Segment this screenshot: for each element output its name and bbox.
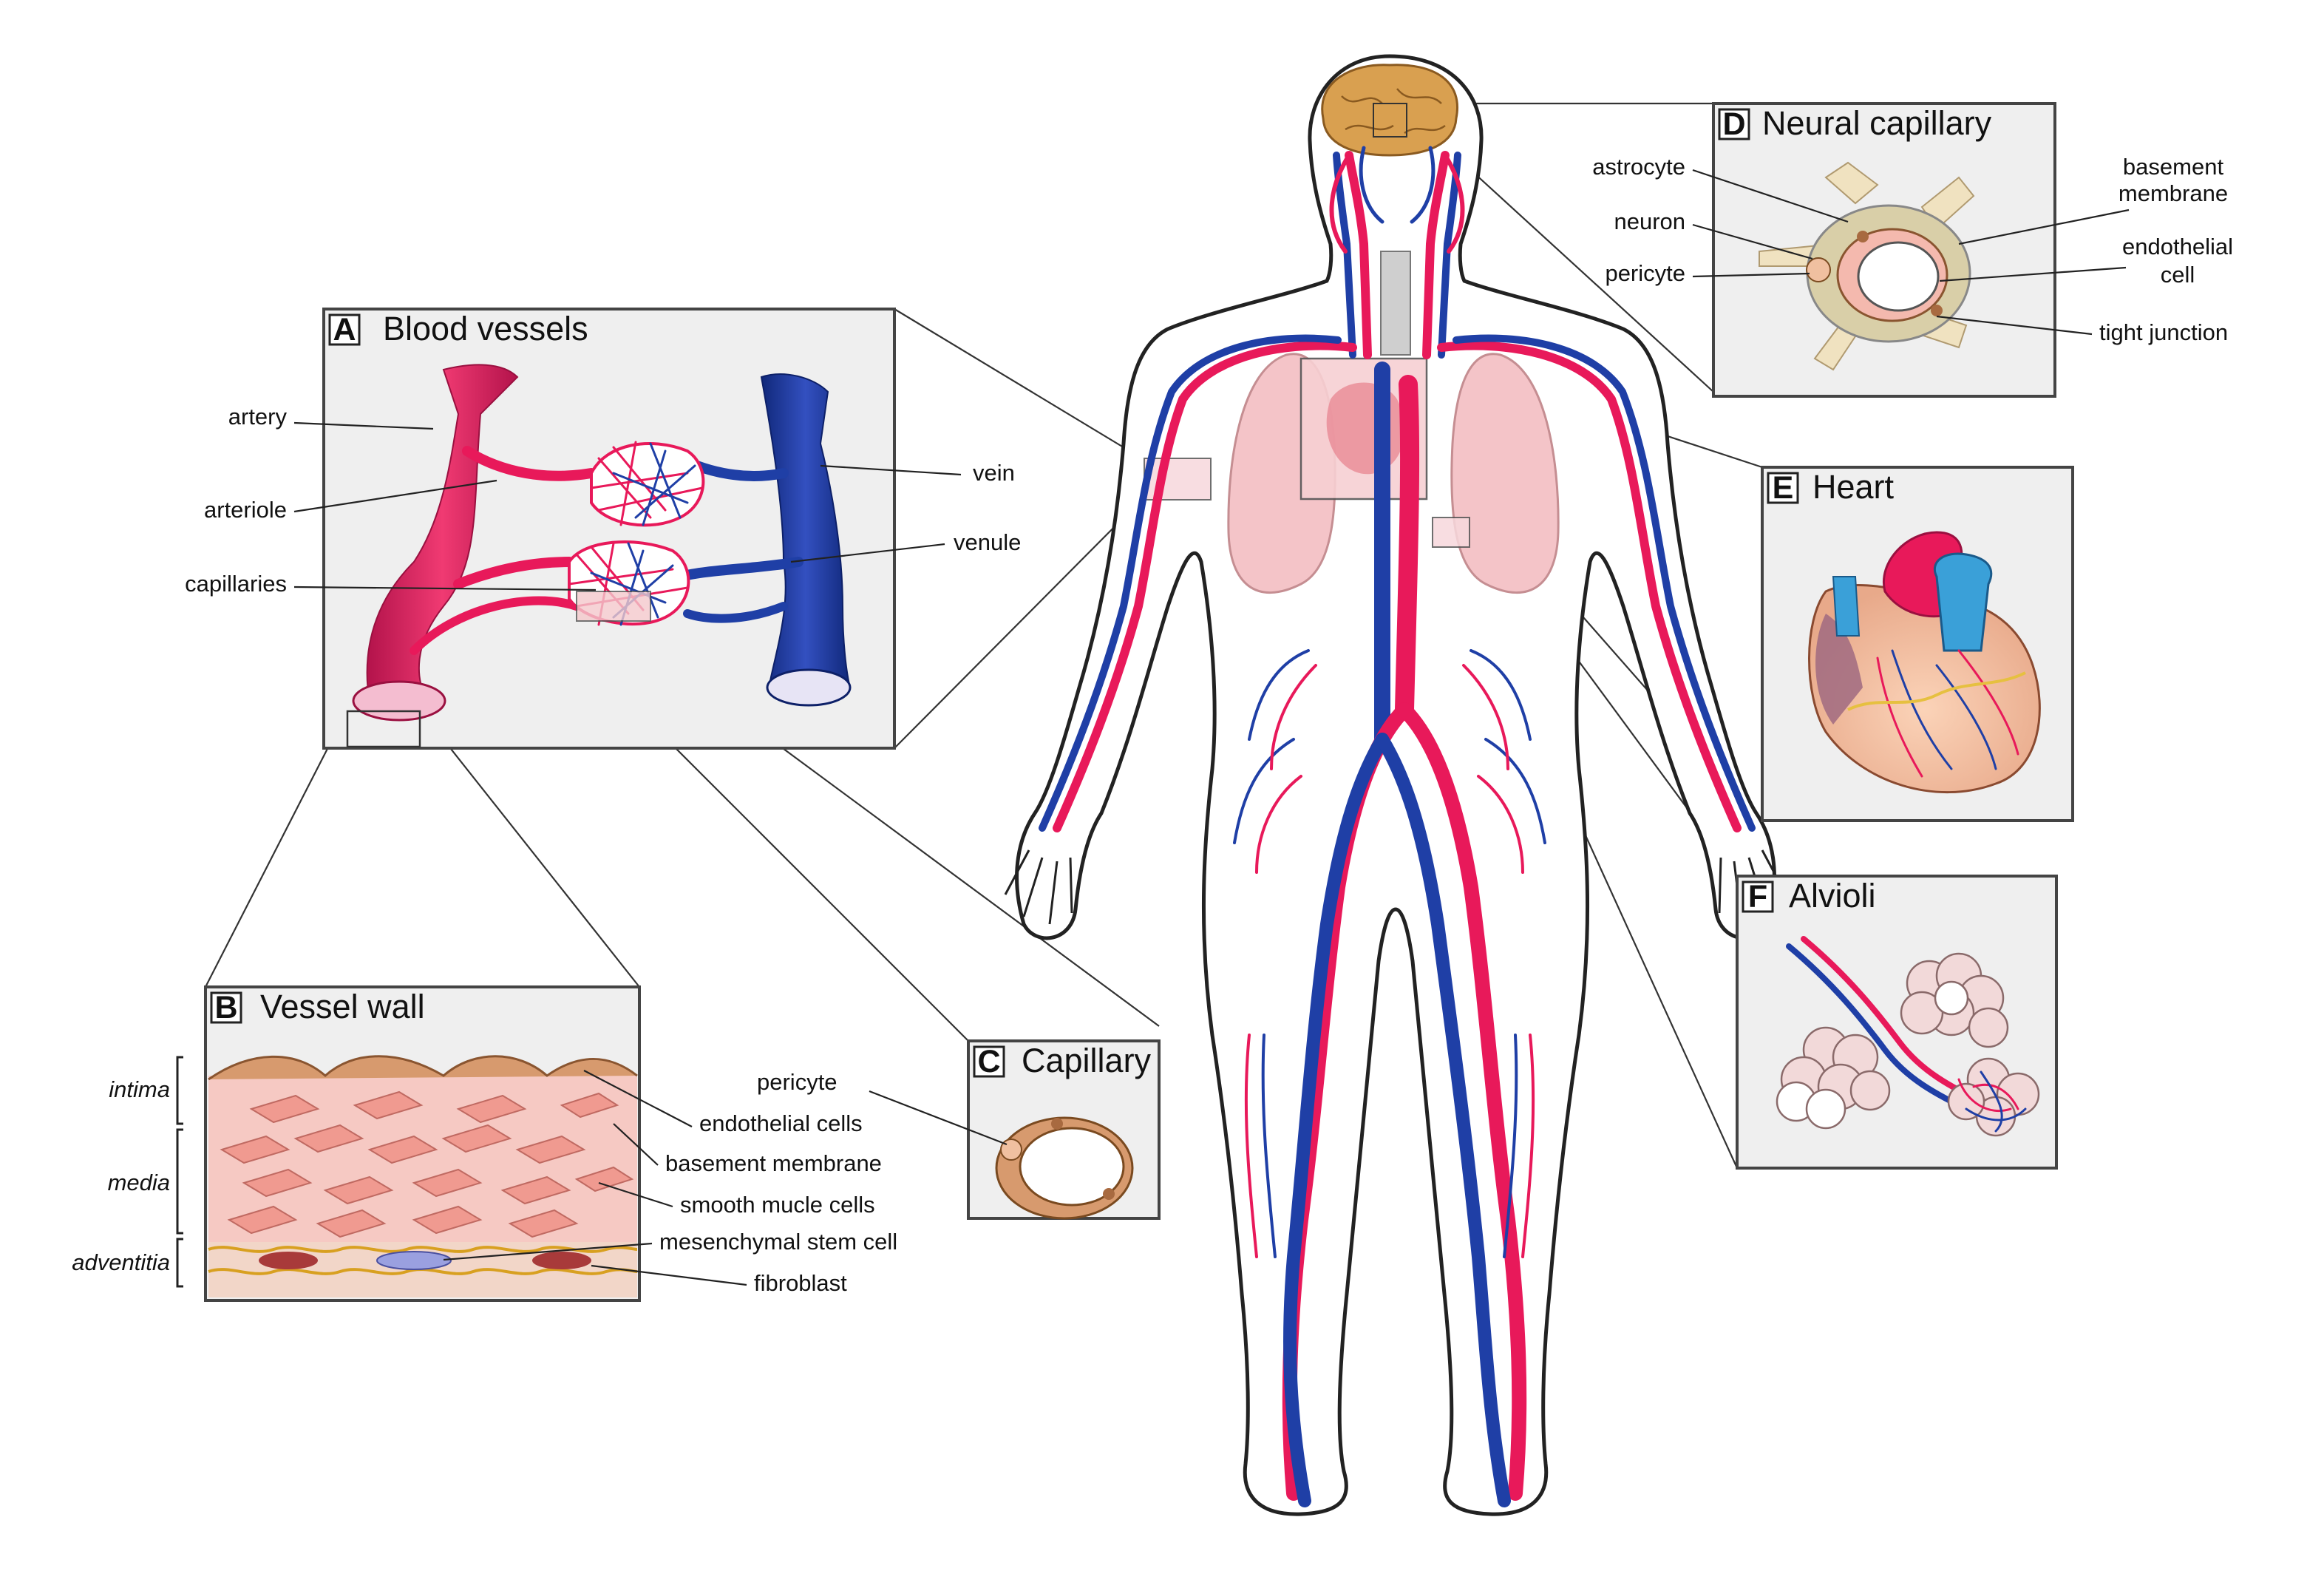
panel-b-title: Vessel wall	[260, 988, 425, 1025]
heart-icon	[1808, 531, 2041, 793]
panel-b-letter: B	[214, 990, 237, 1025]
label-basement-membrane: basement membrane	[665, 1150, 882, 1176]
panel-b-labels: intima media adventitia endothelial cell…	[72, 1070, 897, 1296]
label-membrane: membrane	[2119, 180, 2228, 206]
brain-icon	[1321, 64, 1458, 157]
panel-a-labels: artery arteriole capillaries vein venule	[185, 404, 1021, 597]
panel-c-labels: pericyte	[757, 1069, 1008, 1146]
panel-e-heart: E Heart	[1761, 466, 2074, 822]
label-arteriole: arteriole	[204, 497, 287, 523]
panel-a-title: Blood vessels	[383, 310, 588, 347]
label-artery: artery	[228, 404, 288, 430]
label-astrocyte: astrocyte	[1592, 154, 1685, 180]
panel-f-title: Alvioli	[1789, 877, 1876, 915]
label-fibroblast: fibroblast	[754, 1270, 847, 1296]
label-tight-junction: tight junction	[2099, 319, 2228, 345]
label-capillaries: capillaries	[185, 571, 287, 597]
panel-a-letter: A	[333, 312, 356, 347]
panel-d-neural-capillary: D Neural capillary	[1712, 102, 2056, 398]
panel-d-letter: D	[1722, 106, 1745, 142]
panel-c-letter: C	[977, 1044, 1000, 1079]
label-pericyte-c: pericyte	[757, 1069, 837, 1095]
label-cell: cell	[2161, 262, 2195, 288]
body-vessels	[1039, 146, 1756, 1507]
label-mesenchymal-stem-cell: mesenchymal stem cell	[659, 1229, 897, 1255]
smooth-muscle-cells	[220, 1090, 634, 1238]
panel-d-title: Neural capillary	[1762, 104, 1992, 142]
label-basement: basement	[2123, 154, 2224, 180]
label-vein: vein	[973, 460, 1015, 486]
panel-b-vessel-wall: B Vessel wall	[176, 985, 641, 1302]
panel-d-labels: astrocyte neuron pericyte basement membr…	[1592, 154, 2233, 345]
alveoli-icon	[1776, 936, 2040, 1137]
capillary-cross-section-icon	[995, 1116, 1134, 1220]
label-media: media	[108, 1170, 170, 1195]
label-adventitia: adventitia	[72, 1249, 170, 1275]
panel-f-alvioli: F Alvioli	[1736, 875, 2058, 1170]
panel-c-capillary: C Capillary	[967, 1039, 1161, 1220]
panel-a-blood-vessels: A Blood vessels	[322, 308, 896, 750]
label-venule: venule	[954, 529, 1021, 555]
label-pericyte-d: pericyte	[1605, 260, 1685, 286]
label-endothelial: endothelial	[2122, 234, 2233, 259]
panel-e-letter: E	[1773, 470, 1794, 506]
label-neuron: neuron	[1614, 208, 1685, 234]
label-intima: intima	[109, 1076, 170, 1102]
label-endothelial-cells: endothelial cells	[699, 1110, 863, 1136]
panel-e-title: Heart	[1812, 468, 1895, 506]
panel-c-title: Capillary	[1022, 1042, 1152, 1079]
capillary-bed-upper	[590, 441, 705, 527]
panel-f-letter: F	[1748, 879, 1767, 915]
label-smooth-muscle-cells: smooth mucle cells	[680, 1192, 875, 1218]
